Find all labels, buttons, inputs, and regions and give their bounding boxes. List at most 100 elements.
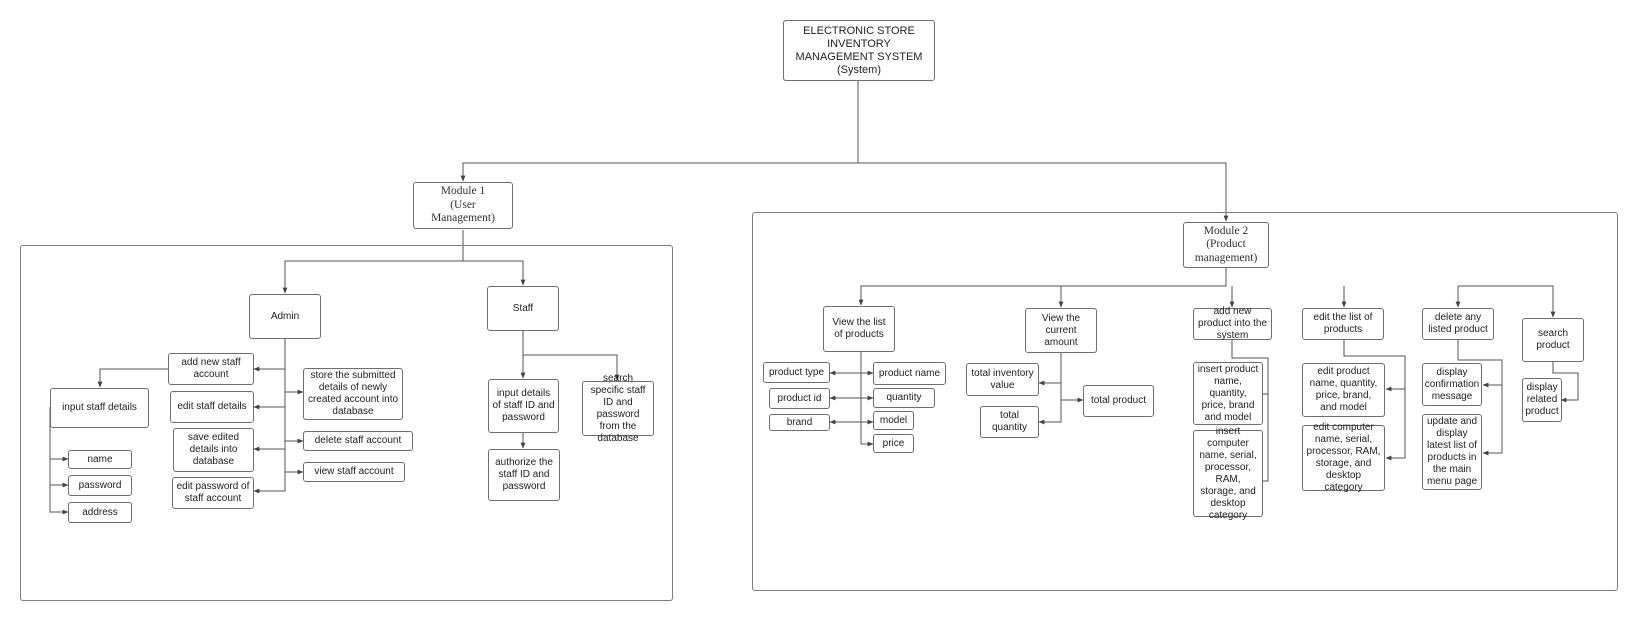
add-product-node[interactable]: add new product into the system [1193, 306, 1272, 341]
admin-node[interactable]: Admin [249, 294, 321, 339]
edge-edit-computer [1385, 389, 1406, 461]
input-details-staff-id-node[interactable]: input details of staff ID and password [488, 379, 559, 433]
update-display-label: update and display latest list of produc… [1426, 416, 1478, 487]
edge-delete-update [1482, 385, 1503, 456]
edge-viewlist-price [860, 422, 874, 447]
delete-product-node[interactable]: delete any listed product [1422, 308, 1494, 340]
insert-product-label: insert product name, quantity, price, br… [1197, 363, 1259, 423]
search-product-node[interactable]: search product [1522, 318, 1584, 362]
view-amount-node[interactable]: View the current amount [1025, 308, 1097, 353]
product-id-label: product id [777, 392, 822, 404]
store-submitted-details-node[interactable]: store the submitted details of newly cre… [303, 368, 403, 420]
edge-input-address [49, 485, 69, 515]
edit-computer-label: edit computer name, serial, processor, R… [1306, 422, 1381, 493]
address-label: address [82, 506, 118, 518]
view-staff-account-label: view staff account [314, 466, 394, 477]
view-list-label: View the list of products [832, 317, 886, 340]
admin-label: Admin [270, 310, 300, 322]
module2-title-line3: management) [1194, 251, 1258, 264]
total-inventory-value-node[interactable]: total inventory value [966, 363, 1039, 396]
input-staff-details-node[interactable]: input staff details [50, 388, 149, 428]
total-quantity-node[interactable]: total quantity [980, 406, 1039, 438]
view-list-node[interactable]: View the list of products [823, 306, 895, 352]
display-related-label: display related product [1525, 382, 1559, 417]
edge-module2-search [1458, 285, 1556, 318]
edge-edit-product [1343, 340, 1406, 392]
quantity-node[interactable]: quantity [873, 388, 935, 408]
edge-amount-total-quantity [1038, 383, 1062, 425]
password-label: password [78, 479, 122, 491]
product-name-node[interactable]: product name [873, 362, 946, 385]
delete-staff-account-label: delete staff account [314, 435, 402, 446]
edit-password-label: edit password of staff account [176, 481, 250, 504]
product-type-label: product type [768, 366, 825, 378]
add-product-label: add new product into the system [1198, 306, 1267, 341]
store-submitted-details-label: store the submitted details of newly cre… [307, 370, 399, 417]
price-label: price [882, 437, 905, 449]
module1-title-line2: (User Management) [431, 198, 495, 225]
input-details-staff-id-label: input details of staff ID and password [492, 388, 555, 423]
edit-list-node[interactable]: edit the list of products [1302, 308, 1384, 340]
model-node[interactable]: model [873, 411, 914, 430]
insert-computer-node[interactable]: insert computer name, serial, processor,… [1193, 426, 1263, 521]
module2-group [752, 212, 1618, 591]
edit-product-node[interactable]: edit product name, quantity, price, bran… [1302, 363, 1385, 417]
search-product-label: search product [1536, 328, 1570, 351]
save-edited-details-node[interactable]: save edited details into database [173, 428, 254, 472]
edit-list-label: edit the list of products [1313, 312, 1373, 335]
edge-module2-view-list [858, 268, 1227, 306]
system-title: ELECTRONIC STORE INVENTORY MANAGEMENT SY… [795, 24, 923, 76]
model-label: model [879, 414, 908, 426]
password-node[interactable]: password [68, 475, 132, 496]
module1-node[interactable]: Module 1 (User Management) [413, 182, 513, 229]
edit-computer-node[interactable]: edit computer name, serial, processor, R… [1302, 422, 1385, 493]
product-id-node[interactable]: product id [769, 388, 830, 409]
system-node[interactable]: ELECTRONIC STORE INVENTORY MANAGEMENT SY… [783, 20, 935, 81]
total-inventory-value-label: total inventory value [971, 367, 1034, 391]
display-related-node[interactable]: display related product [1522, 378, 1562, 422]
module2-title-line1: Module 2 [1203, 224, 1249, 237]
product-type-node[interactable]: product type [763, 362, 830, 383]
add-new-staff-account-label: add new staff account [181, 357, 241, 380]
name-node[interactable]: name [68, 450, 132, 469]
staff-node[interactable]: Staff [487, 286, 559, 331]
module1-group [20, 245, 673, 601]
display-confirmation-node[interactable]: display confirmation message [1422, 363, 1482, 406]
staff-label: Staff [512, 302, 534, 314]
quantity-label: quantity [886, 392, 922, 403]
insert-computer-label: insert computer name, serial, processor,… [1199, 425, 1257, 521]
delete-product-label: delete any listed product [1428, 312, 1488, 335]
module1-title-line1: Module 1 [440, 185, 486, 198]
update-display-node[interactable]: update and display latest list of produc… [1422, 414, 1482, 490]
insert-product-node[interactable]: insert product name, quantity, price, br… [1193, 362, 1263, 425]
module2-title-line2: (Product [1206, 238, 1246, 251]
authorize-staff-id-label: authorize the staff ID and password [495, 457, 553, 492]
price-node[interactable]: price [873, 434, 914, 453]
edge-delete-confirmation [1457, 340, 1503, 388]
save-edited-details-label: save edited details into database [187, 432, 240, 467]
delete-staff-account-node[interactable]: delete staff account [303, 431, 413, 451]
add-new-staff-account-node[interactable]: add new staff account [168, 353, 254, 385]
authorize-staff-id-node[interactable]: authorize the staff ID and password [488, 449, 560, 501]
brand-node[interactable]: brand [769, 414, 830, 431]
display-confirmation-label: display confirmation message [1424, 366, 1480, 402]
address-node[interactable]: address [68, 502, 132, 523]
edge-system-module2 [858, 162, 1229, 222]
edit-staff-details-node[interactable]: edit staff details [170, 391, 254, 423]
product-name-label: product name [878, 367, 941, 379]
search-specific-staff-node[interactable]: search specific staff ID and password fr… [582, 373, 654, 444]
edge-system-module1 [460, 81, 859, 182]
edge-module1-staff [463, 260, 526, 286]
name-label: name [87, 453, 113, 465]
search-specific-staff-label: search specific staff ID and password fr… [590, 372, 646, 444]
view-staff-account-node[interactable]: view staff account [303, 462, 405, 482]
brand-label: brand [786, 416, 813, 428]
edit-password-node[interactable]: edit password of staff account [172, 477, 254, 509]
total-product-node[interactable]: total product [1083, 385, 1154, 417]
edge-admin-edit-password [253, 449, 286, 494]
edge-addstaff-input [97, 368, 168, 388]
module2-node[interactable]: Module 2 (Product management) [1183, 222, 1269, 268]
input-staff-details-label: input staff details [62, 402, 137, 413]
edge-staff-search [523, 354, 620, 381]
